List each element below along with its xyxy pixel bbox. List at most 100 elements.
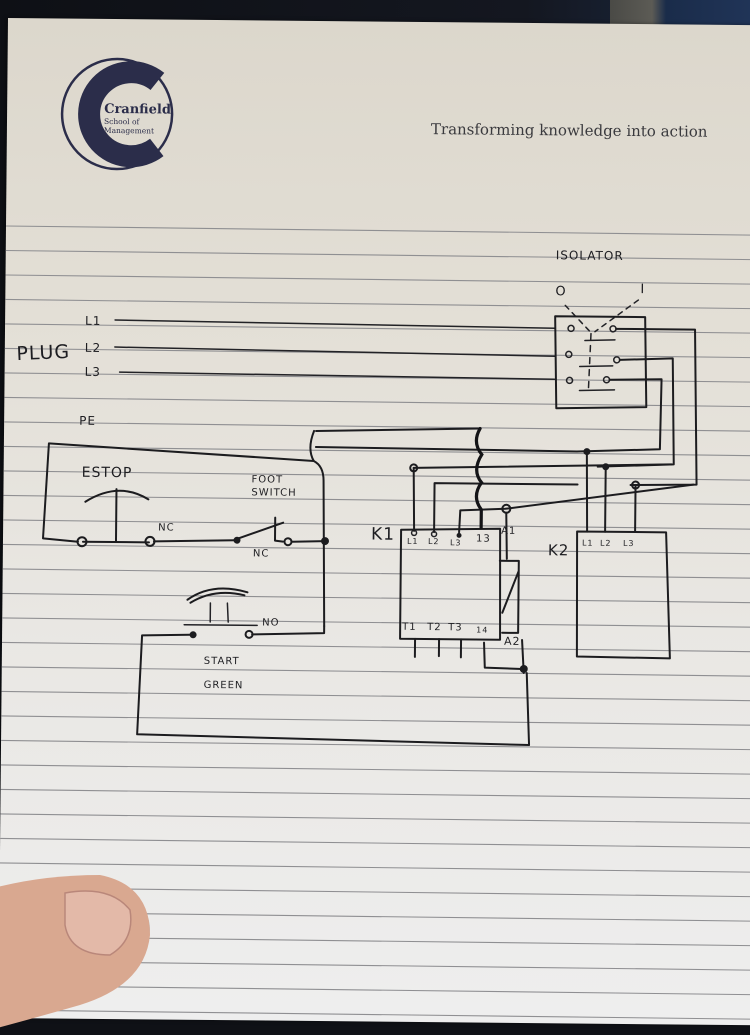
k1-a2-junction xyxy=(519,664,528,673)
thumb xyxy=(0,875,150,1028)
logo-c-shape xyxy=(78,61,165,168)
tagline: Transforming knowledge into action xyxy=(431,120,708,141)
k1-output-t3: T3 xyxy=(447,622,463,633)
logo-line3: Management xyxy=(104,126,154,135)
ruled-line xyxy=(1,641,750,653)
wire-l3 xyxy=(118,371,556,381)
isolator-off-label: O xyxy=(555,284,566,299)
wire-start-to-bus xyxy=(251,625,326,636)
isolator-off-dash xyxy=(564,304,591,333)
logo-line2: School of xyxy=(104,117,141,126)
ruled-line xyxy=(1,666,750,677)
pe-label: PE xyxy=(79,414,96,428)
k1-terminal xyxy=(456,532,462,538)
isolator-on-dash xyxy=(594,299,640,333)
isolator-terminal xyxy=(565,376,574,385)
ruled-line xyxy=(4,421,750,432)
ruled-line xyxy=(3,494,750,506)
cranfield-logo: Cranfield School of Management xyxy=(60,57,174,171)
estop-label: ESTOP xyxy=(82,465,133,481)
k2-junction xyxy=(583,448,591,456)
ruled-line xyxy=(0,788,750,800)
ruled-line xyxy=(2,568,750,579)
isolator-out-l1 xyxy=(615,327,698,486)
start-button-head xyxy=(186,587,249,604)
k2-box xyxy=(575,530,671,660)
k1-squiggle-feed xyxy=(474,426,484,530)
k1-aux-14: 14 xyxy=(476,626,488,635)
start-button: NO START GREEN xyxy=(136,587,531,747)
thumbnail xyxy=(64,890,132,956)
k1-label: K1 xyxy=(371,525,395,545)
ruled-line xyxy=(1,715,750,726)
k1-coil xyxy=(498,559,520,634)
ruled-line xyxy=(1,739,750,751)
ruled-line xyxy=(0,984,750,996)
isolator-linkage xyxy=(587,332,592,390)
cross-wire-top xyxy=(314,445,578,453)
wire-l2-bus xyxy=(412,463,673,469)
foot-switch-label-1: FOOT xyxy=(252,474,284,485)
phase-l1-label: L1 xyxy=(85,314,101,328)
k2-input-l3: L3 xyxy=(623,539,635,548)
k1-input-l2: L2 xyxy=(428,537,440,546)
start-terminal-left xyxy=(189,631,197,639)
plug-label: PLUG xyxy=(16,341,71,365)
isolator-box xyxy=(554,315,648,410)
k1-coil-a2: A2 xyxy=(504,635,521,648)
k1-aux-14-wire xyxy=(483,641,523,670)
estop-contact-label: NC xyxy=(158,522,175,533)
ruled-line xyxy=(3,519,750,530)
k1-a1-wire xyxy=(505,511,508,560)
k1-output-t2: T2 xyxy=(426,622,442,633)
isolator-contact-bars xyxy=(578,339,616,392)
k1-coil-a1: A1 xyxy=(501,526,516,537)
k1-output-t1: T1 xyxy=(401,622,417,633)
k1-input-l3: L3 xyxy=(450,538,462,547)
ruled-line xyxy=(0,764,750,775)
control-feed-wire xyxy=(315,427,482,432)
ruled-line xyxy=(2,543,750,555)
ruled-line xyxy=(5,274,750,285)
foot-switch: FOOT SWITCH NC xyxy=(233,474,329,560)
ruled-line xyxy=(0,813,750,824)
start-contact-label: NO xyxy=(262,617,279,628)
k1-input-l1: L1 xyxy=(407,537,419,546)
junction-dot xyxy=(320,537,329,546)
ruled-line xyxy=(5,225,750,236)
ruled-line xyxy=(5,298,750,310)
phase-l3-label: L3 xyxy=(85,365,101,379)
estop-stem xyxy=(81,488,150,544)
wire-start-return-loop xyxy=(136,633,531,747)
isolator-terminal xyxy=(567,324,575,333)
pe-wire xyxy=(42,429,316,543)
k2-input-l2: L2 xyxy=(600,539,612,548)
isolator-on-label: I xyxy=(640,282,645,297)
ruled-line xyxy=(5,249,750,261)
control-bus-vertical xyxy=(312,459,326,628)
estop-terminal-left xyxy=(76,536,88,548)
contactor-k2: K2 L1 L2 L3 xyxy=(548,448,671,660)
isolator-out-l3 xyxy=(575,378,663,453)
estop-button: ESTOP NC xyxy=(76,465,175,548)
k1-box xyxy=(399,527,502,641)
k2-junction xyxy=(631,480,641,490)
foot-switch-label-2: SWITCH xyxy=(251,487,296,498)
logo-outer-ring xyxy=(60,57,174,171)
ruled-line xyxy=(0,862,750,873)
isolator-terminal xyxy=(565,350,573,359)
start-button-stem xyxy=(183,602,258,627)
ruled-line xyxy=(4,396,750,408)
k2-label: K2 xyxy=(548,541,570,559)
contactor-k1: K1 L1 L2 L3 13 A1 T1 T2 T3 14 A2 xyxy=(371,426,695,674)
ruled-line xyxy=(2,592,750,604)
start-label-2: GREEN xyxy=(204,680,244,691)
k1-output-wires xyxy=(413,637,463,659)
ruled-line xyxy=(3,470,750,481)
k1-input-wires xyxy=(412,466,579,534)
wire-l1 xyxy=(114,319,556,330)
start-label-1: START xyxy=(204,656,240,667)
ruled-line xyxy=(2,617,750,628)
k2-input-l1: L1 xyxy=(582,539,594,548)
logo-name: Cranfield xyxy=(104,102,171,118)
